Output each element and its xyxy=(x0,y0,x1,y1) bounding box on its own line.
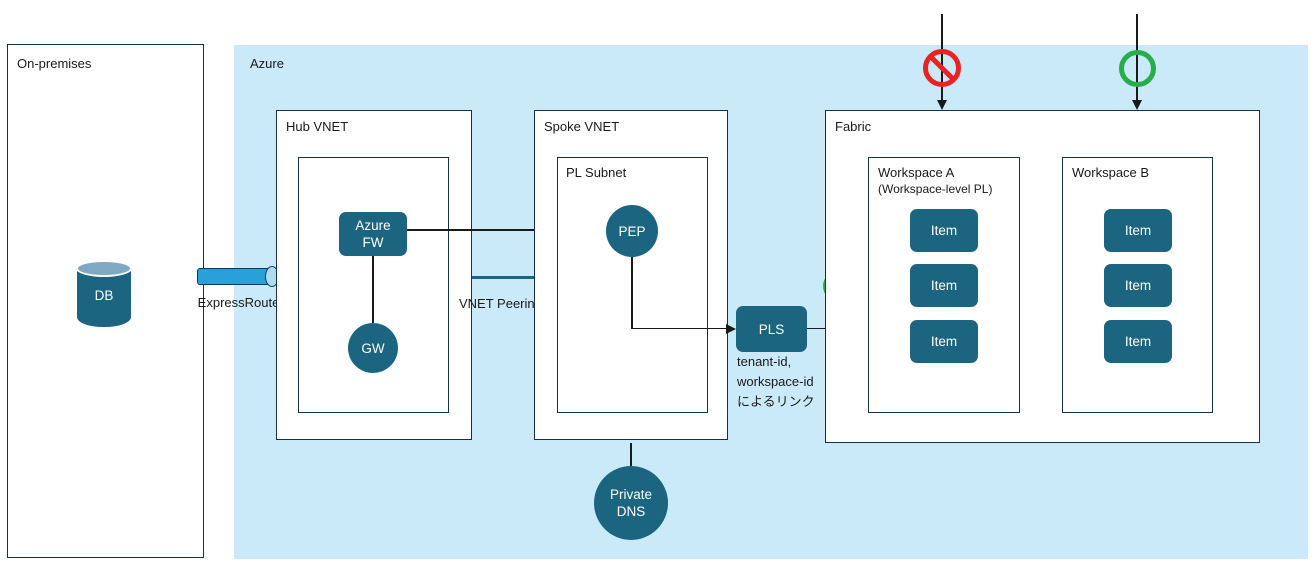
workspace-a-item-1: Item xyxy=(910,209,978,252)
dns-connector-line xyxy=(630,443,632,467)
db-label: DB xyxy=(94,287,114,303)
pls-out-line xyxy=(807,327,839,330)
workspace-b-item-2: Item xyxy=(1104,264,1172,307)
pls-caption-line-3: によるリンク xyxy=(737,394,815,409)
private-dns-node: Private DNS xyxy=(594,466,668,540)
pls-caption: tenant-id, workspace-id によるリンク xyxy=(737,352,815,412)
fw-to-pep-line xyxy=(407,229,597,231)
no-entry-icon xyxy=(923,49,961,87)
vnet-peering-line xyxy=(472,276,534,279)
inbound-arrow-allowed-head xyxy=(1132,100,1142,110)
workspace-b-item-3: Item xyxy=(1104,320,1172,363)
pl-subnet-label: PL Subnet xyxy=(566,165,627,180)
workspace-a-title: Workspace A xyxy=(878,165,955,180)
vnet-peering-label: VNET Peering xyxy=(459,296,542,311)
azure-region-label: Azure xyxy=(250,56,284,71)
inbound-arrow-denied-head xyxy=(937,100,947,110)
workspace-a-item-2: Item xyxy=(910,264,978,307)
azure-firewall-node: Azure FW xyxy=(339,212,407,256)
private-link-service-node: PLS xyxy=(736,306,807,352)
onprem-label: On-premises xyxy=(17,56,92,71)
pls-caption-line-2: workspace-id xyxy=(737,374,814,389)
hub-vnet-label: Hub VNET xyxy=(286,119,349,134)
pep-to-pls-arrowhead xyxy=(726,323,736,334)
private-endpoint-node: PEP xyxy=(606,205,658,257)
gateway-node: GW xyxy=(348,323,398,373)
inbound-arrow-denied-line xyxy=(941,14,943,102)
pls-caption-line-1: tenant-id, xyxy=(737,354,792,369)
spoke-vnet-label: Spoke VNET xyxy=(544,119,620,134)
fw-to-gw-line xyxy=(372,256,374,323)
pep-to-pls-line xyxy=(631,327,727,330)
allowed-icon xyxy=(1119,50,1156,87)
expressroute-label: ExpressRoute xyxy=(197,295,280,310)
workspace-a-item-3: Item xyxy=(910,320,978,363)
fabric-label: Fabric xyxy=(835,119,872,134)
workspace-b-item-1: Item xyxy=(1104,209,1172,252)
workspace-a-subtitle: (Workspace-level PL) xyxy=(878,182,993,196)
workspace-b-title: Workspace B xyxy=(1072,165,1150,180)
pep-down-line xyxy=(631,257,633,329)
